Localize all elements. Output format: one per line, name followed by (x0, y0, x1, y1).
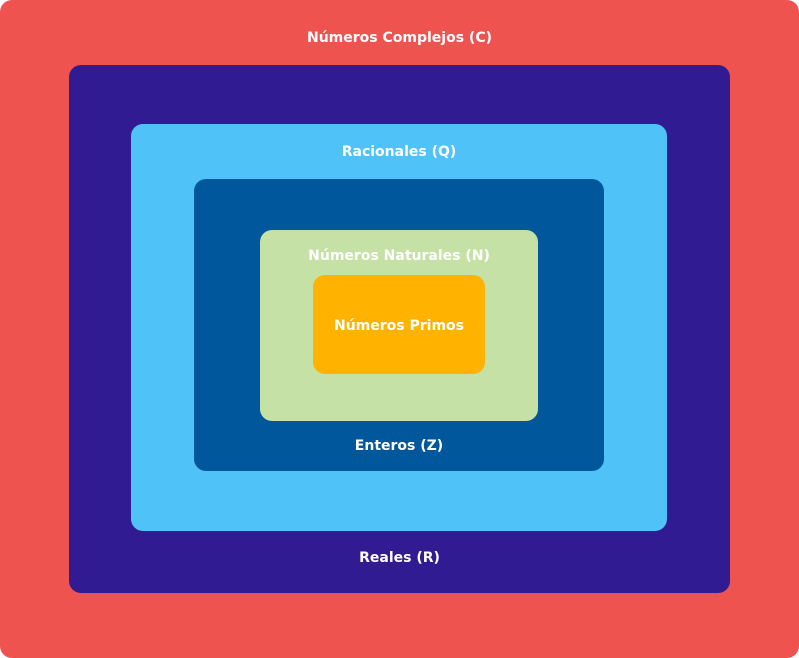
set-prime: Números Primos (313, 275, 485, 374)
set-integer-label: Enteros (Z) (354, 438, 444, 454)
set-prime-label: Números Primos (334, 318, 464, 334)
set-natural-label: Números Naturales (N) (308, 248, 490, 264)
set-complex-label: Números Complejos (C) (307, 30, 492, 46)
set-rational-label: Racionales (Q) (341, 144, 457, 160)
set-real-label: Reales (R) (359, 550, 440, 566)
